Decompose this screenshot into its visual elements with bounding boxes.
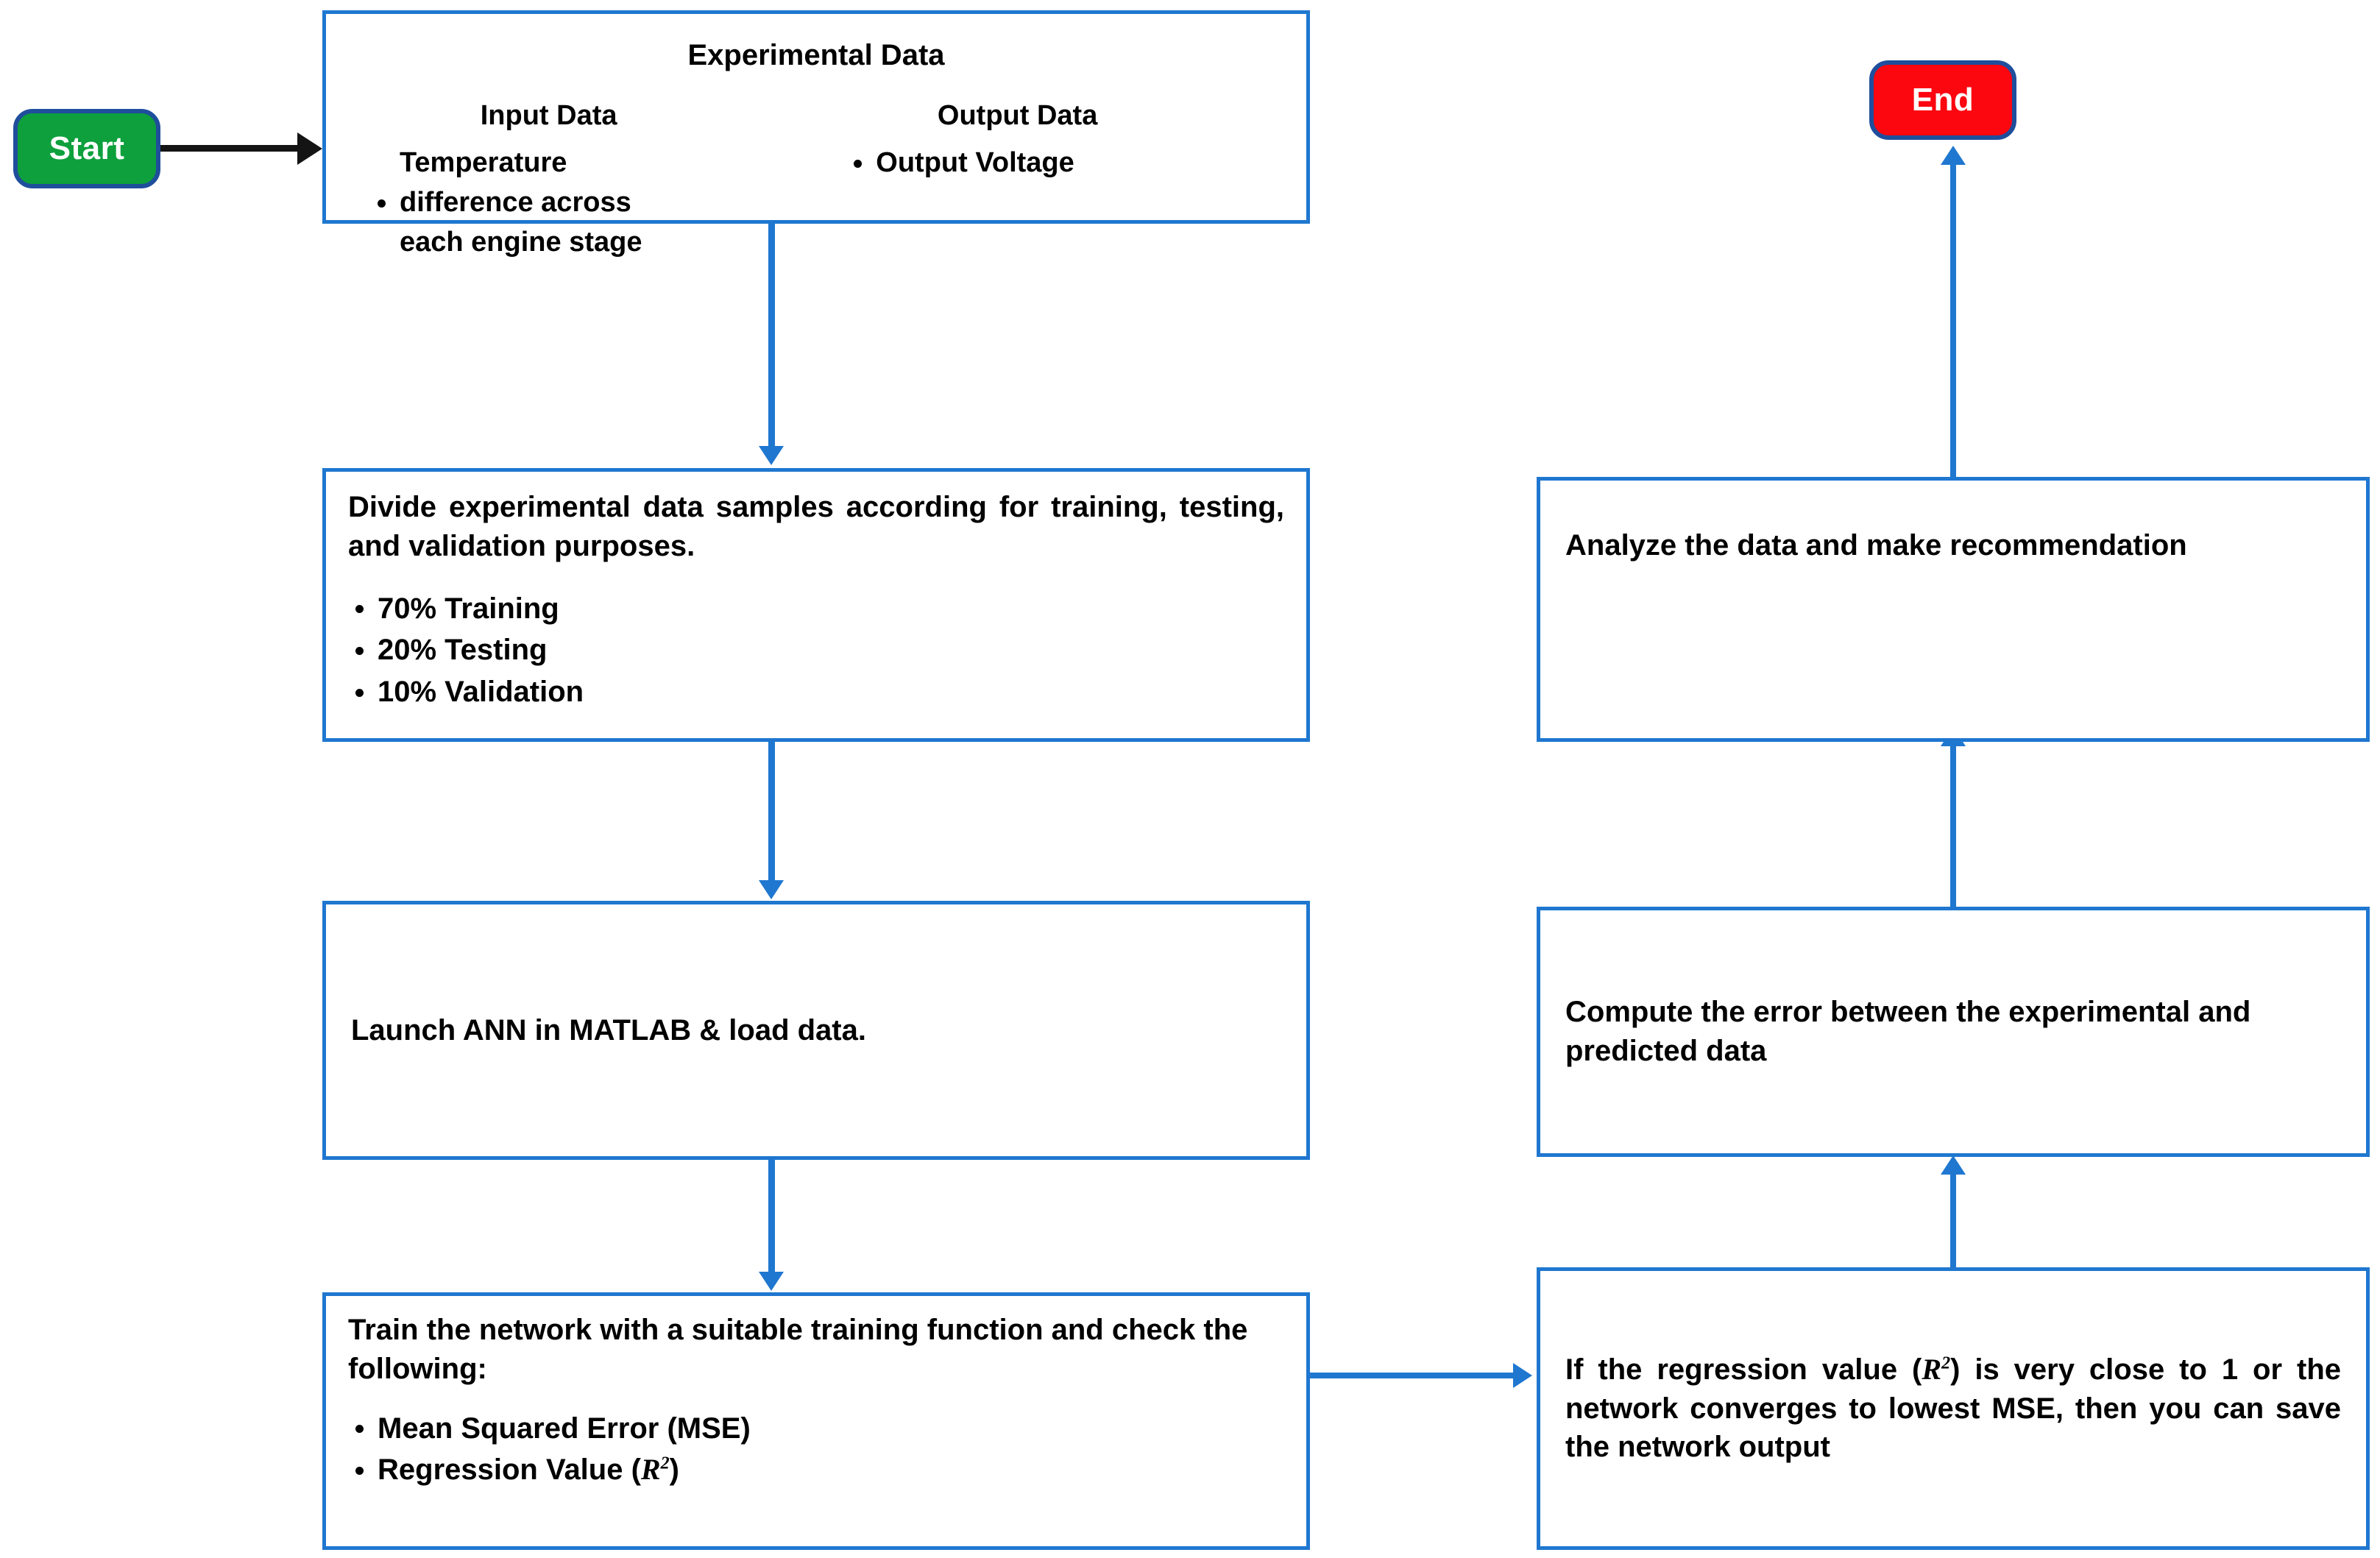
regression-bullet-exponent: 2 bbox=[660, 1454, 670, 1474]
list-item: 20% Testing bbox=[355, 629, 1284, 671]
regression-check-variable: R bbox=[1922, 1352, 1942, 1386]
input-data-heading: Input Data bbox=[480, 100, 617, 131]
regression-check-text-part1: If the regression value ( bbox=[1565, 1353, 1922, 1386]
regression-check-text-part2: ) is very close to 1 or the network conv… bbox=[1565, 1353, 2342, 1464]
end-node[interactable]: End bbox=[1869, 60, 2016, 140]
list-item: Output Voltage bbox=[854, 144, 1281, 183]
edge-start-to-experimental-data-arrowhead bbox=[297, 132, 322, 165]
output-data-bullet-list: Output Voltage bbox=[835, 144, 1281, 183]
edge-experimental-data-to-divide bbox=[768, 224, 775, 449]
train-network-bullet-list: Mean Squared Error (MSE) Regression Valu… bbox=[348, 1408, 1284, 1492]
regression-bullet-suffix: ) bbox=[669, 1453, 679, 1487]
experimental-data-heading: Experimental Data bbox=[687, 39, 945, 71]
launch-ann-box[interactable]: Launch ANN in MATLAB & load data. bbox=[322, 901, 1310, 1160]
analyze-box-content: Analyze the data and make recommendation bbox=[1540, 481, 2366, 738]
analyze-text: Analyze the data and make recommendation bbox=[1565, 529, 2187, 562]
edge-launch-to-train-arrowhead bbox=[759, 1272, 784, 1291]
edge-analyze-to-end bbox=[1950, 162, 1956, 477]
output-data-heading: Output Data bbox=[937, 100, 1098, 131]
regression-bullet-prefix: Regression Value ( bbox=[378, 1453, 641, 1487]
edge-regression-check-to-compute-error bbox=[1950, 1172, 1956, 1267]
experimental-data-columns: Input Data Temperature difference across… bbox=[351, 100, 1281, 263]
input-data-bullet-list: Temperature difference across each engin… bbox=[351, 144, 835, 263]
input-data-column: Input Data Temperature difference across… bbox=[351, 100, 835, 263]
list-item: 70% Training bbox=[355, 588, 1284, 630]
start-node-label: Start bbox=[49, 130, 125, 166]
train-network-text: Train the network with a suitable traini… bbox=[348, 1314, 1248, 1385]
end-node-label: End bbox=[1911, 82, 1975, 118]
launch-ann-text: Launch ANN in MATLAB & load data. bbox=[351, 1013, 866, 1047]
edge-start-to-experimental-data bbox=[160, 145, 300, 152]
compute-error-box-content: Compute the error between the experiment… bbox=[1540, 910, 2366, 1153]
edge-compute-error-to-analyze bbox=[1950, 743, 1956, 907]
edge-divide-to-launch-arrowhead bbox=[759, 880, 784, 899]
launch-ann-box-content: Launch ANN in MATLAB & load data. bbox=[326, 904, 1306, 1156]
train-network-box-content: Train the network with a suitable traini… bbox=[326, 1296, 1306, 1546]
regression-check-exponent: 2 bbox=[1941, 1353, 1951, 1373]
regression-bullet-variable: R bbox=[640, 1453, 661, 1487]
edge-regression-check-to-compute-error-arrowhead bbox=[1941, 1155, 1966, 1175]
output-data-column: Output Data Output Voltage bbox=[835, 100, 1281, 263]
edge-train-to-regression-check-arrowhead bbox=[1513, 1363, 1532, 1388]
start-node[interactable]: Start bbox=[13, 109, 160, 188]
divide-data-box-content: Divide experimental data samples accordi… bbox=[326, 472, 1306, 738]
divide-data-bullet-list: 70% Training 20% Testing 10% Validation bbox=[348, 588, 1284, 713]
regression-check-text: If the regression value (R2) is very clo… bbox=[1565, 1350, 2341, 1467]
list-item: 10% Validation bbox=[355, 671, 1284, 713]
edge-divide-to-launch bbox=[768, 742, 775, 883]
edge-train-to-regression-check bbox=[1310, 1373, 1516, 1378]
edge-experimental-data-to-divide-arrowhead bbox=[759, 446, 784, 465]
compute-error-text: Compute the error between the experiment… bbox=[1565, 996, 2251, 1067]
edge-analyze-to-end-arrowhead bbox=[1941, 146, 1966, 165]
list-item: Mean Squared Error (MSE) bbox=[355, 1408, 1284, 1450]
list-item: Temperature difference across each engin… bbox=[378, 144, 665, 263]
regression-check-box[interactable]: If the regression value (R2) is very clo… bbox=[1537, 1267, 2370, 1550]
experimental-data-box[interactable]: Experimental Data Input Data Temperature… bbox=[322, 10, 1310, 258]
list-item-regression-value: Regression Value (R2) bbox=[355, 1449, 1284, 1491]
divide-data-box[interactable]: Divide experimental data samples accordi… bbox=[322, 468, 1310, 742]
compute-error-box[interactable]: Compute the error between the experiment… bbox=[1537, 907, 2370, 1157]
regression-check-box-content: If the regression value (R2) is very clo… bbox=[1540, 1271, 2366, 1546]
train-network-box[interactable]: Train the network with a suitable traini… bbox=[322, 1292, 1310, 1550]
experimental-data-box-content: Experimental Data Input Data Temperature… bbox=[326, 14, 1306, 258]
divide-data-text: Divide experimental data samples accordi… bbox=[348, 491, 1284, 562]
analyze-box[interactable]: Analyze the data and make recommendation bbox=[1537, 477, 2370, 742]
edge-launch-to-train bbox=[768, 1160, 775, 1275]
